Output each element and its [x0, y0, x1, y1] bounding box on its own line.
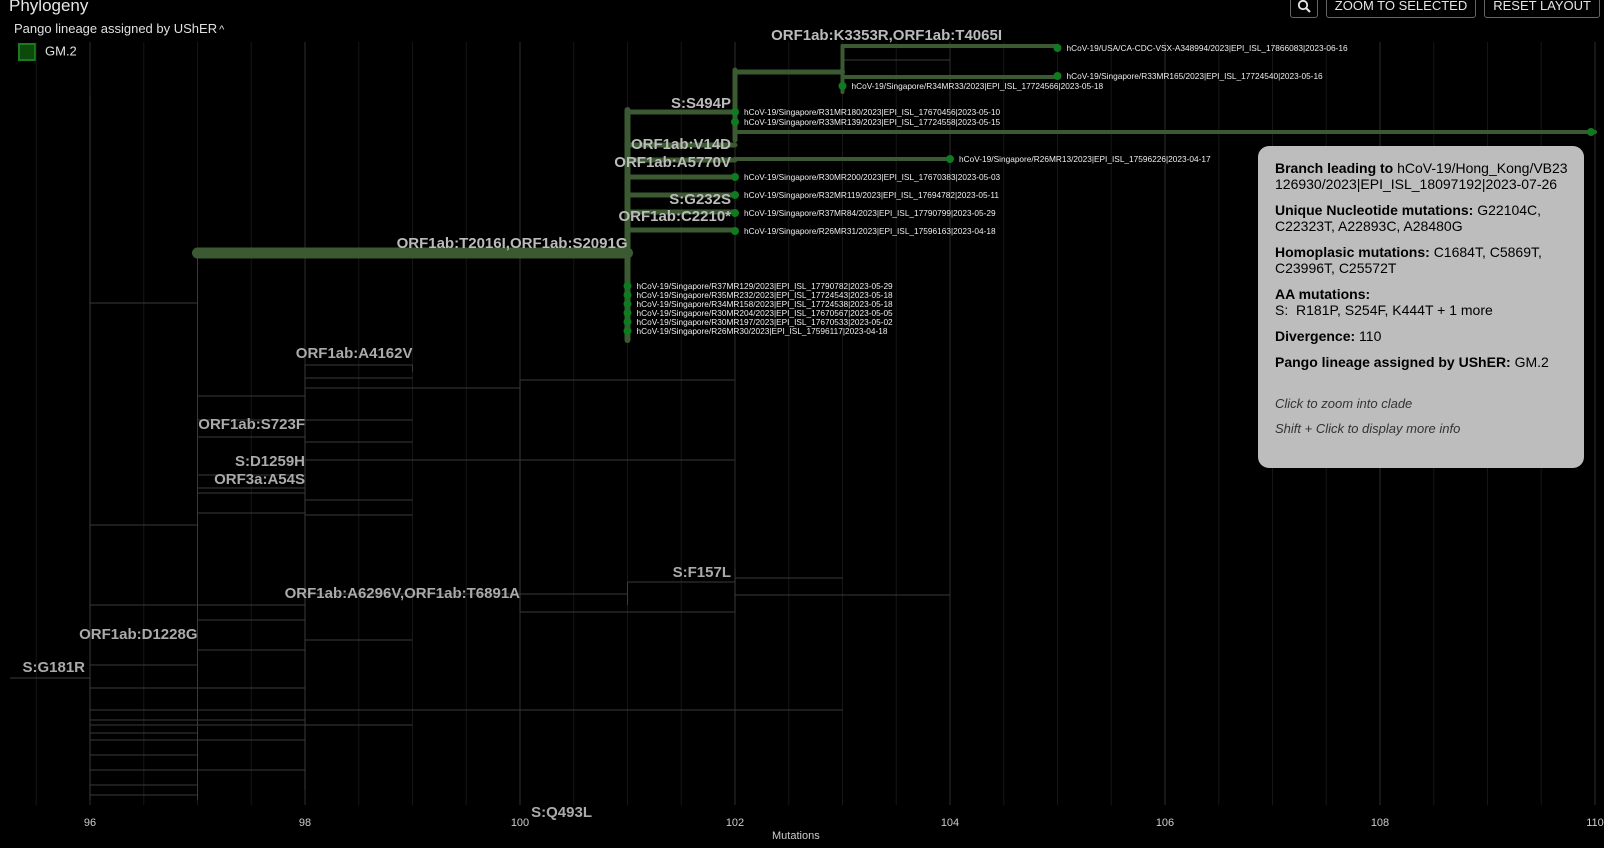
tip-label: hCoV-19/Singapore/R30MR200/2023|EPI_ISL_… [744, 172, 1001, 182]
x-tick-label: 100 [511, 817, 529, 829]
tip-node [623, 309, 632, 317]
x-tick-label: 108 [1371, 817, 1389, 829]
tooltip-unique-label: Unique Nucleotide mutations: [1275, 202, 1474, 218]
mutation-label: ORF1ab:A4162V [296, 345, 413, 362]
tooltip-aa: AA mutations:S: R181P, S254F, K444T + 1 … [1275, 286, 1572, 318]
mutation-label: ORF1ab:V14D [631, 136, 731, 153]
tip-node [1053, 44, 1062, 52]
toolbar: ZOOM TO SELECTED RESET LAYOUT [1289, 0, 1600, 18]
mutation-label: S:D1259H [235, 453, 305, 470]
tip-labels: hCoV-19/USA/CA-CDC-VSX-A348994/2023|EPI_… [637, 43, 1348, 336]
tooltip-divergence: Divergence: 110 [1275, 328, 1572, 344]
tooltip-homo-value: C1684T, C5869T, C23996T, C25572T [1275, 244, 1542, 276]
tip-node [731, 118, 739, 126]
tooltip-aa-label: AA mutations: [1275, 286, 1371, 302]
tooltip-hint-info: Shift + Click to display more info [1275, 421, 1461, 436]
mutation-label: S:F157L [673, 564, 731, 581]
tooltip-div-value: 110 [1359, 328, 1382, 344]
tooltip-pango-value: GM.2 [1514, 354, 1549, 370]
tip-label: hCoV-19/Singapore/R26MR30/2023|EPI_ISL_1… [637, 326, 888, 336]
tip-node [731, 191, 739, 199]
tooltip-branch: Branch leading to hCoV-19/Hong_Kong/VB23… [1275, 160, 1572, 192]
tip-node [623, 318, 632, 326]
reset-layout-button[interactable]: RESET LAYOUT [1484, 0, 1600, 18]
mutation-label: ORF1ab:D1228G [79, 626, 197, 643]
mutation-label: ORF1ab:A6296V,ORF1ab:T6891A [285, 585, 521, 602]
tooltip-pango-label: Pango lineage assigned by UShER: [1275, 354, 1511, 370]
tip-node [838, 82, 847, 90]
tooltip-hint-zoom: Click to zoom into clade [1275, 396, 1413, 411]
x-tick-label: 96 [84, 817, 96, 829]
x-tick-label: 104 [941, 817, 959, 829]
mutation-label: ORF1ab:A5770V [614, 154, 731, 171]
mutation-label: S:Q493L [531, 804, 592, 821]
tip-label: hCoV-19/Singapore/R30MR197/2023|EPI_ISL_… [637, 317, 894, 327]
mutation-label: ORF3a:A54S [214, 471, 305, 488]
tip-label: hCoV-19/Singapore/R26MR13/2023|EPI_ISL_1… [959, 154, 1211, 164]
mutation-label: S:G232S [669, 191, 731, 208]
mutation-labels: ORF1ab:K3353R,ORF1ab:T4065I S:S494P ORF1ab… [22, 27, 1002, 821]
mutation-label: ORF1ab:C2210* [618, 208, 731, 225]
legend-toggle-label: Pango lineage assigned by UShER [14, 21, 218, 36]
tip-node [1053, 72, 1062, 80]
tip-label: hCoV-19/Singapore/R33MR165/2023|EPI_ISL_… [1067, 71, 1324, 81]
tip-node [731, 209, 739, 217]
mutation-label: S:G181R [22, 659, 85, 676]
tooltip-unique: Unique Nucleotide mutations: G22104C, C2… [1275, 202, 1572, 234]
chevron-up-icon: ^ [219, 24, 225, 36]
tooltip-branch-name: hCoV-19/Hong_Kong/VB23126930/2023|EPI_IS… [1275, 160, 1568, 192]
legend-item-label: GM.2 [45, 43, 77, 59]
x-tick-label: 110 [1586, 817, 1604, 829]
tip-node [731, 108, 739, 116]
tip-node [623, 291, 632, 299]
tip-label: hCoV-19/Singapore/R37MR84/2023|EPI_ISL_1… [744, 208, 996, 218]
tip-node [731, 173, 739, 181]
mutation-label: ORF1ab:T2016I,ORF1ab:S2091G [397, 235, 628, 252]
x-axis-title: Mutations [772, 830, 820, 842]
mutation-label: ORF1ab:S723F [198, 416, 305, 433]
x-tick-label: 98 [299, 817, 311, 829]
tip-node [623, 282, 632, 290]
tip-node-selected [1587, 128, 1595, 136]
tip-label: hCoV-19/Singapore/R26MR31/2023|EPI_ISL_1… [744, 226, 996, 236]
search-button[interactable] [1289, 0, 1318, 18]
mutation-label: ORF1ab:K3353R,ORF1ab:T4065I [771, 27, 1002, 44]
tip-label: hCoV-19/Singapore/R33MR139/2023|EPI_ISL_… [744, 117, 1001, 127]
tooltip-div-label: Divergence: [1275, 328, 1356, 344]
x-tick-label: 106 [1156, 817, 1174, 829]
search-icon [1297, 0, 1311, 13]
zoom-to-selected-button[interactable]: ZOOM TO SELECTED [1325, 0, 1477, 18]
tooltip-homo-label: Homoplasic mutations: [1275, 244, 1430, 260]
tip-label: hCoV-19/Singapore/R37MR129/2023|EPI_ISL_… [637, 281, 894, 291]
x-tick-label: 102 [726, 817, 744, 829]
background-branches [10, 59, 950, 800]
branch-tooltip: Branch leading to hCoV-19/Hong_Kong/VB23… [1258, 146, 1584, 468]
tip-label: hCoV-19/Singapore/R30MR204/2023|EPI_ISL_… [637, 308, 894, 318]
legend-item-gm2[interactable]: GM.2 [18, 43, 77, 61]
tip-node [623, 300, 632, 308]
tip-label: hCoV-19/Singapore/R35MR232/2023|EPI_ISL_… [637, 290, 894, 300]
tooltip-unique-value: G22104C, C22323T, A22893C, A28480G [1275, 202, 1542, 234]
tooltip-aa-value: S: R181P, S254F, K444T + 1 more [1275, 302, 1493, 318]
tooltip-pango: Pango lineage assigned by UShER: GM.2 [1275, 354, 1572, 370]
tip-label: hCoV-19/Singapore/R31MR180/2023|EPI_ISL_… [744, 107, 1001, 117]
highlighted-clade[interactable] [192, 44, 1597, 343]
tip-label: hCoV-19/Singapore/R34MR33/2023|EPI_ISL_1… [852, 81, 1104, 91]
legend-toggle[interactable]: Pango lineage assigned by UShER^ [14, 21, 224, 36]
tip-node [946, 155, 954, 163]
tip-label: hCoV-19/Singapore/R32MR119/2023|EPI_ISL_… [744, 190, 999, 200]
tip-node [623, 327, 632, 335]
tip-label: hCoV-19/USA/CA-CDC-VSX-A348994/2023|EPI_… [1067, 43, 1348, 53]
tooltip-homoplasic: Homoplasic mutations: C1684T, C5869T, C2… [1275, 244, 1572, 276]
panel-title: Phylogeny [9, 0, 89, 15]
tooltip-branch-label: Branch leading to [1275, 160, 1394, 176]
x-axis: 96 98 100 102 104 106 108 110 [84, 817, 1604, 829]
legend-swatch [18, 43, 36, 61]
mutation-label: S:S494P [671, 95, 731, 112]
tip-label: hCoV-19/Singapore/R34MR158/2023|EPI_ISL_… [637, 299, 894, 309]
tip-node [731, 227, 739, 235]
